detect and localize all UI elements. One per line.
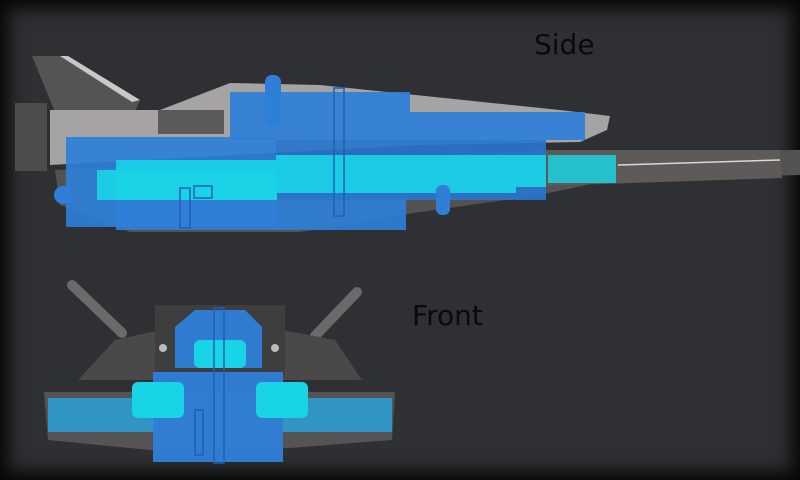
front-cyan-top [194,340,246,368]
side-view [15,56,800,232]
cyan-module-4 [516,155,546,187]
bottom-dome [436,185,450,215]
ladders [179,87,345,229]
left-wing [78,330,165,380]
front-cyan-right [256,382,308,418]
left-antenna [67,280,127,338]
front-ladder [213,307,225,464]
front-ladder-small [194,409,204,456]
blue-module-upper-front [410,112,585,140]
front-view [44,280,395,464]
engine-block [15,103,47,171]
right-antenna [310,287,362,341]
cyan-module-3 [276,155,516,193]
left-light [159,344,167,352]
front-view-label: Front [412,299,483,332]
blue-module-upper [230,92,410,140]
barrel-highlight [617,159,781,166]
blue-module-low [116,195,406,230]
right-wing [282,330,362,380]
cyan-module-2 [116,160,276,200]
rear-dome [54,186,72,204]
tail-fin-highlight [60,56,140,102]
cyan-module-5 [548,155,616,183]
top-dome [265,75,281,127]
right-light [271,344,279,352]
tail-fin [32,56,140,112]
front-cyan-left [132,382,184,418]
side-view-label: Side [534,28,595,61]
cockpit-window [158,110,224,134]
